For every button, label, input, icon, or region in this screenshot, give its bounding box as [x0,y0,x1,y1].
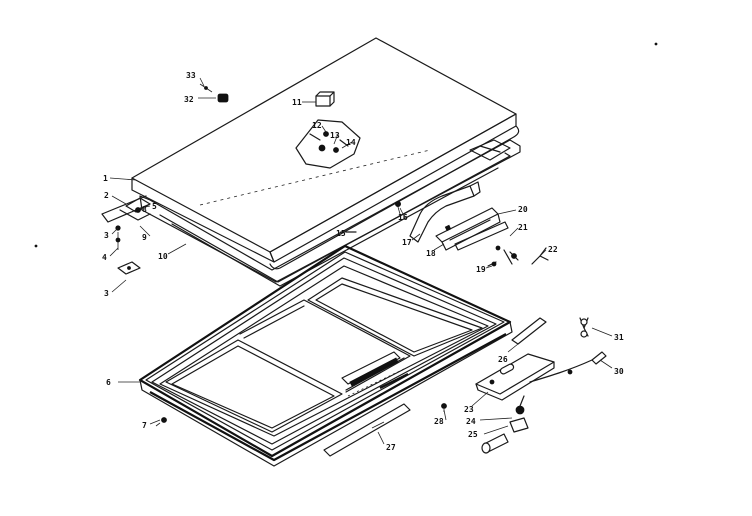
lid-assembly [131,37,521,287]
callout-19: 19 [476,265,486,274]
center-handle-strip [341,351,401,385]
callout-27: 27 [386,443,396,452]
callout-20: 20 [518,205,528,214]
rod-28 [511,317,547,345]
lock-plate-assembly [295,91,361,169]
knob-32-33 [199,83,229,103]
callout-4: 4 [102,253,107,262]
callout-6: 6 [106,378,111,387]
callout-31: 31 [614,333,624,342]
callout-23: 23 [464,405,474,414]
callout-2: 2 [104,191,109,200]
callout-28: 28 [434,417,444,426]
left-hinge-hardware [101,195,151,275]
callout-10: 10 [158,252,168,261]
callout-labels: 1 2 3 3 4 5 6 7 8 9 10 11 12 13 14 15 16… [102,71,624,452]
left-door-panel [165,339,343,433]
callout-7: 7 [142,421,147,430]
clip-31 [579,317,589,338]
lid-left-edge [131,177,275,263]
callout-25: 25 [468,430,478,439]
callout-16: 16 [398,213,408,222]
right-door-panel [307,277,483,357]
lid-liner [139,139,521,283]
handle-assembly [409,181,549,267]
callout-30: 30 [614,367,624,376]
callout-18: 18 [426,249,436,258]
thermostat-assembly [441,351,607,454]
thermostat-plate [475,353,555,395]
leader-lines [109,77,613,445]
control-knob [509,417,529,433]
callout-3b: 3 [104,289,109,298]
cabinet-top-frame [138,244,513,467]
callout-11: 11 [292,98,302,107]
callout-5: 5 [152,202,157,211]
callout-17: 17 [402,238,412,247]
callout-15: 15 [336,229,346,238]
callout-13: 13 [330,131,340,140]
lock-cap [315,95,331,107]
callout-21: 21 [518,223,528,232]
callout-9: 9 [142,233,147,242]
callout-24: 24 [466,417,476,426]
callout-1: 1 [103,174,108,183]
callout-3a: 3 [104,231,109,240]
callout-32: 32 [184,95,194,104]
hinge-bracket [117,261,141,275]
callout-14: 14 [346,138,356,147]
lock-plate [295,119,361,169]
callout-8: 8 [142,205,147,214]
callout-22: 22 [548,245,558,254]
callout-12: 12 [312,121,322,130]
callout-26: 26 [498,355,508,364]
trim-strip-27 [323,403,411,457]
callout-33: 33 [186,71,196,80]
probe-30 [591,351,607,365]
